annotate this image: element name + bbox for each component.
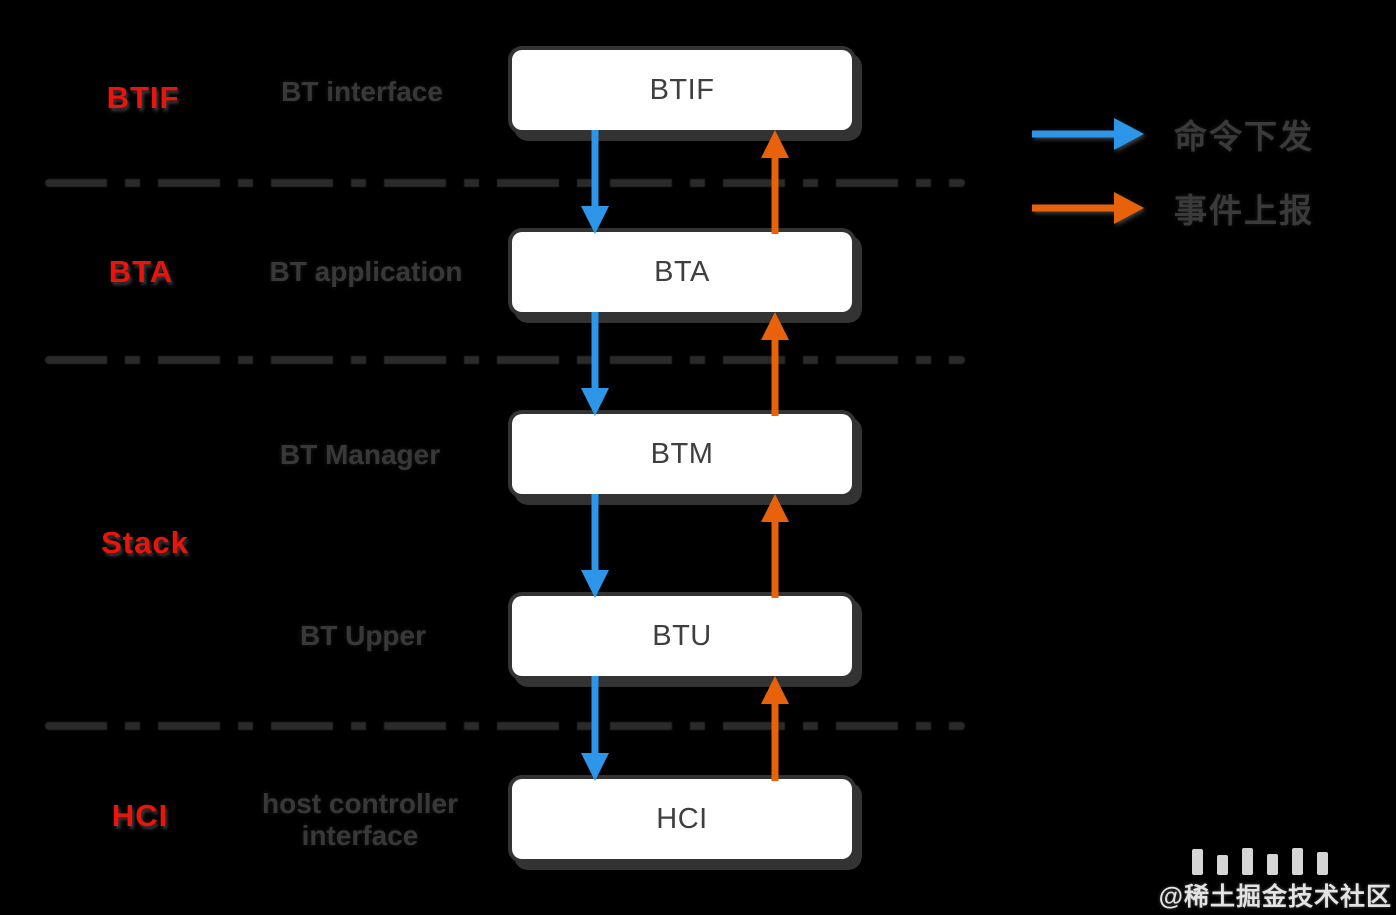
down-arrow-btm-btu — [581, 494, 609, 598]
up-arrow-bta-btif — [761, 130, 789, 234]
arrow-head-down-icon — [581, 206, 609, 234]
arrow-shaft — [771, 156, 779, 234]
arrow-head-up-icon — [761, 312, 789, 340]
arrow-head-up-icon — [761, 130, 789, 158]
section-divider — [45, 179, 965, 187]
legend-up-label: 事件上报 — [1174, 192, 1314, 229]
up-arrow-btm-bta — [761, 312, 789, 416]
legend-item-up: 事件上报 — [1032, 184, 1314, 232]
watermark-text: @稀土掘金技术社区 — [1158, 883, 1392, 911]
node-btif: BTIF — [512, 50, 852, 130]
node-bta-label: BTA — [654, 255, 710, 288]
down-arrow-btu-hci — [581, 676, 609, 781]
legend-item-down: 命令下发 — [1032, 110, 1314, 158]
arrow-shaft — [591, 130, 599, 208]
watermark-glyph-fragments — [1159, 845, 1362, 875]
section-divider — [45, 356, 965, 364]
node-btm: BTM — [512, 414, 852, 494]
arrow-shaft — [1032, 130, 1116, 138]
node-hci: HCI — [512, 779, 852, 859]
layer-description-bt-interface: BT interface — [281, 75, 443, 107]
arrow-head-down-icon — [581, 388, 609, 416]
arrow-shaft — [591, 676, 599, 755]
arrow-head-down-icon — [581, 753, 609, 781]
arrow-head-up-icon — [761, 676, 789, 704]
layer-label-hci: HCI — [111, 798, 169, 833]
arrow-shaft — [771, 702, 779, 781]
legend-down-label: 命令下发 — [1174, 118, 1314, 155]
section-divider — [45, 722, 965, 730]
node-btu-label: BTU — [652, 619, 712, 652]
down-arrow-btif-bta — [581, 130, 609, 234]
arrow-shaft — [591, 494, 599, 572]
node-btif-label: BTIF — [649, 73, 715, 106]
down-arrow-bta-btm — [581, 312, 609, 416]
arrow-shaft — [591, 312, 599, 390]
arrow-shaft — [1032, 204, 1116, 212]
up-arrow-hci-btu — [761, 676, 789, 781]
layer-description-bt-upper: BT Upper — [300, 619, 426, 651]
up-arrow-btu-btm — [761, 494, 789, 598]
arrow-head-right-icon — [1114, 118, 1144, 150]
node-hci-label: HCI — [656, 802, 708, 835]
arrow-shaft — [771, 338, 779, 416]
layer-description-host-controller-interface: host controller interface — [261, 787, 459, 851]
layer-label-btif: BTIF — [106, 80, 180, 115]
layer-label-bta: BTA — [108, 254, 174, 289]
layer-label-stack: Stack — [101, 525, 189, 560]
arrow-head-down-icon — [581, 570, 609, 598]
arrow-head-up-icon — [761, 494, 789, 522]
layer-description-bt-application: BT application — [269, 255, 463, 287]
legend-blue-arrow-icon — [1032, 111, 1144, 157]
layer-description-bt-manager: BT Manager — [279, 438, 441, 470]
node-bta: BTA — [512, 232, 852, 312]
node-btm-label: BTM — [650, 437, 714, 470]
legend-orange-arrow-icon — [1032, 185, 1144, 231]
watermark: @稀土掘金技术社区 — [1159, 845, 1392, 913]
arrow-head-right-icon — [1114, 192, 1144, 224]
arrow-shaft — [771, 520, 779, 598]
node-btu: BTU — [512, 596, 852, 676]
